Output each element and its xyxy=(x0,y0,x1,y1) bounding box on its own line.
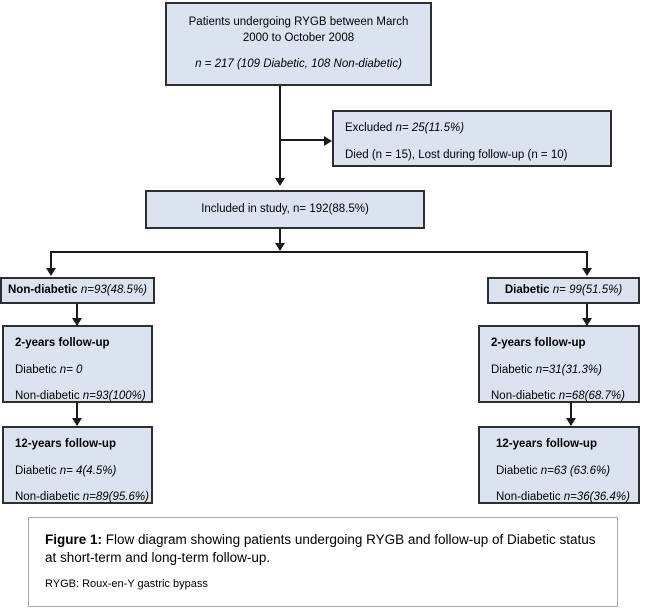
diabetic-2y-line-2: Non-diabetic n=68(68.7%) xyxy=(491,390,625,403)
node-diabetic-header: Diabetic n= 99(51.5%) xyxy=(487,277,640,304)
diabetic-2y-title: 2-years follow-up xyxy=(491,337,586,349)
diabetic-header-line: Diabetic n= 99(51.5%) xyxy=(505,283,622,299)
figure-caption-main: Figure 1: Flow diagram showing patients … xyxy=(45,531,601,567)
arrowhead-nondiabetic xyxy=(46,268,56,276)
nondiabetic-header-bold: Non-diabetic xyxy=(7,283,81,296)
node-nondiabetic-2y: 2-years follow-up Diabetic n= 0 Non-diab… xyxy=(2,325,153,403)
enrollment-line-1: Patients undergoing RYGB between March xyxy=(188,16,409,29)
arrowhead-excluded xyxy=(324,136,332,146)
enrollment-line-2: 2000 to October 2008 xyxy=(242,31,355,44)
nondiabetic-2y-diabetic-value: n= 0 xyxy=(59,363,83,376)
nondiabetic-2y-line-1: Diabetic n= 0 xyxy=(15,363,83,376)
node-excluded: Excluded n= 25(11.5%) Died (n = 15), Los… xyxy=(332,110,612,167)
nondiabetic-2y-nondiabetic-value: n=93(100%) xyxy=(82,390,146,403)
node-nondiabetic-header: Non-diabetic n=93(48.5%) xyxy=(0,277,155,304)
diabetic-12y-line-2: Non-diabetic n=36(36.4%) xyxy=(496,491,630,504)
figure-abbreviation-note: RYGB: Roux-en-Y gastric bypass xyxy=(45,577,208,590)
excluded-line-1: Excluded n= 25(11.5%) xyxy=(345,121,600,137)
nondiabetic-12y-line-2: Non-diabetic n=89(95.6%) xyxy=(15,491,149,504)
nondiabetic-header-value: n=93(48.5%) xyxy=(80,283,147,296)
arrowhead-included xyxy=(275,178,285,186)
connector-nondiabetic-to-2y xyxy=(76,304,78,325)
arrowhead-diabetic-12y xyxy=(566,418,576,426)
arrowhead-nondiabetic-12y xyxy=(72,418,82,426)
connector-to-excluded xyxy=(279,139,326,141)
figure-caption-label: Figure 1: xyxy=(45,532,103,547)
nondiabetic-2y-line-2: Non-diabetic n=93(100%) xyxy=(15,390,146,403)
diabetic-12y-line-1: Diabetic n=63 (63.6%) xyxy=(496,464,611,477)
nondiabetic-12y-title: 12-years follow-up xyxy=(15,438,116,450)
node-diabetic-2y: 2-years follow-up Diabetic n=31(31.3%) N… xyxy=(478,325,640,403)
excluded-value: n= 25(11.5%) xyxy=(395,122,465,134)
diabetic-header-value: n= 99(51.5%) xyxy=(552,283,623,296)
arrowhead-split-bus xyxy=(275,243,285,251)
nondiabetic-12y-diabetic-value: n= 4(4.5%) xyxy=(59,464,117,477)
nondiabetic-12y-line-1: Diabetic n= 4(4.5%) xyxy=(15,464,117,477)
connector-diabetic-to-2y xyxy=(586,304,588,325)
node-enrollment: Patients undergoing RYGB between March 2… xyxy=(165,2,432,86)
figure-caption-box: Figure 1: Flow diagram showing patients … xyxy=(28,517,618,607)
diabetic-12y-title: 12-years follow-up xyxy=(496,438,597,450)
arrowhead-diabetic-2y xyxy=(582,318,592,326)
figure-caption-text: Flow diagram showing patients undergoing… xyxy=(45,532,596,565)
node-nondiabetic-12y: 12-years follow-up Diabetic n= 4(4.5%) N… xyxy=(2,426,153,504)
nondiabetic-header-line: Non-diabetic n=93(48.5%) xyxy=(8,283,147,299)
connector-included-to-split xyxy=(279,229,281,250)
connector-bus-to-nondiabetic xyxy=(50,251,52,273)
excluded-label: Excluded xyxy=(345,122,396,134)
diabetic-12y-nondiabetic-value: n=36(36.4%) xyxy=(563,491,630,504)
excluded-line-2: Died (n = 15), Lost during follow-up (n … xyxy=(345,148,568,161)
arrowhead-diabetic xyxy=(582,268,592,276)
nondiabetic-2y-title: 2-years follow-up xyxy=(15,337,110,349)
connector-enrollment-to-included xyxy=(279,86,281,180)
arrowhead-nondiabetic-2y xyxy=(72,318,82,326)
diabetic-2y-nondiabetic-value: n=68(68.7%) xyxy=(558,390,625,403)
diabetic-2y-line-1: Diabetic n=31(31.3%) xyxy=(491,363,602,376)
enrollment-line-3: n = 217 (109 Diabetic, 108 Non-diabetic) xyxy=(195,58,402,71)
diabetic-header-bold: Diabetic xyxy=(504,283,553,296)
diabetic-12y-diabetic-value: n=63 (63.6%) xyxy=(540,464,611,477)
connector-diabetic-2y-to-12y xyxy=(570,403,572,425)
diabetic-2y-diabetic-value: n=31(31.3%) xyxy=(535,363,602,376)
included-line-1: Included in study, n= 192(88.5%) xyxy=(201,202,369,215)
node-included: Included in study, n= 192(88.5%) xyxy=(145,190,425,229)
connector-split-bus xyxy=(50,251,588,253)
node-diabetic-12y: 12-years follow-up Diabetic n=63 (63.6%)… xyxy=(478,426,640,504)
nondiabetic-12y-nondiabetic-value: n=89(95.6%) xyxy=(82,491,149,504)
connector-nondiabetic-2y-to-12y xyxy=(76,403,78,425)
connector-bus-to-diabetic xyxy=(586,251,588,273)
